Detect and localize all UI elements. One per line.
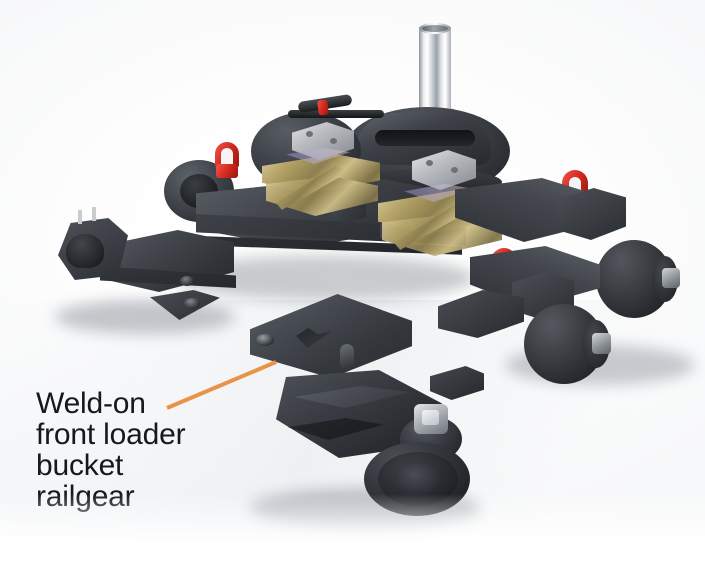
- frame-handle-slot: [375, 130, 475, 146]
- weld-on-plate-left: [58, 206, 248, 322]
- leader-line-segment: [166, 360, 277, 410]
- caption-line-2: front loader: [36, 418, 186, 451]
- floor-fade: [0, 494, 705, 564]
- caption-line-1: Weld-on: [36, 387, 146, 420]
- rail-wheel-upper-right: [596, 236, 682, 322]
- brass-mount-bracket-1: [262, 118, 386, 230]
- weld-on-bolt-hole: [256, 334, 274, 346]
- lift-ring-1: [213, 142, 241, 186]
- caption-line-3: bucket: [36, 449, 124, 482]
- rail-wheel-lower-right: [524, 300, 616, 390]
- hydraulic-hose-part: [288, 92, 384, 128]
